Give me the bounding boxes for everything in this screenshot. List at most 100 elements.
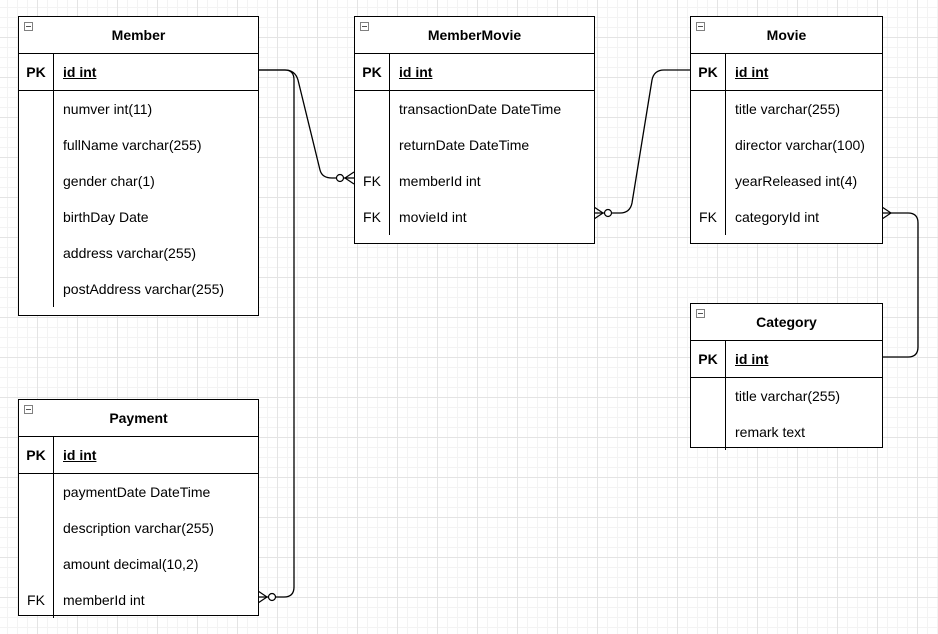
field-name: description varchar(255) bbox=[63, 520, 214, 536]
field-name: id int bbox=[735, 64, 769, 80]
key-label bbox=[691, 91, 726, 127]
field-name: title varchar(255) bbox=[735, 388, 841, 404]
field-name: address varchar(255) bbox=[63, 245, 197, 261]
key-label: FK bbox=[19, 582, 54, 618]
key-label bbox=[19, 127, 54, 163]
entity-header[interactable]: Member bbox=[19, 17, 258, 54]
entity-membermovie[interactable]: MemberMovie PK id int transactionDate Da… bbox=[354, 16, 595, 244]
field-name: paymentDate DateTime bbox=[63, 484, 211, 500]
link-member-membermovie[interactable] bbox=[258, 69, 354, 179]
field-name: amount decimal(10,2) bbox=[63, 556, 199, 572]
field-name: gender char(1) bbox=[63, 173, 155, 189]
field-row[interactable]: FK movieId int bbox=[355, 199, 594, 235]
field-row[interactable]: numver int(11) bbox=[19, 91, 258, 127]
key-label: PK bbox=[19, 54, 54, 90]
entity-category[interactable]: Category PK id int title varchar(255) re… bbox=[690, 303, 883, 450]
key-label: PK bbox=[19, 437, 54, 473]
key-label: PK bbox=[355, 54, 390, 90]
entity-header[interactable]: Payment bbox=[19, 400, 258, 437]
entity-title: Payment bbox=[109, 410, 168, 426]
field-name: id int bbox=[399, 64, 433, 80]
pk-row[interactable]: PK id int bbox=[19, 54, 258, 91]
entity-member[interactable]: Member PK id int numver int(11) fullName… bbox=[18, 16, 259, 316]
key-label bbox=[19, 474, 54, 510]
entity-title: MemberMovie bbox=[427, 27, 522, 43]
field-row[interactable]: title varchar(255) bbox=[691, 378, 882, 414]
key-label bbox=[19, 235, 54, 271]
entity-header[interactable]: MemberMovie bbox=[355, 17, 594, 54]
link-member-membermovie-crowfoot bbox=[343, 171, 355, 185]
field-row[interactable]: paymentDate DateTime bbox=[19, 474, 258, 510]
link-member-payment-zero bbox=[267, 592, 277, 602]
key-label bbox=[691, 127, 726, 163]
key-label bbox=[691, 163, 726, 199]
field-name: transactionDate DateTime bbox=[399, 101, 562, 117]
entity-header[interactable]: Movie bbox=[691, 17, 882, 54]
key-label bbox=[19, 163, 54, 199]
field-name: id int bbox=[63, 64, 97, 80]
field-row[interactable]: yearReleased int(4) bbox=[691, 163, 882, 199]
key-label bbox=[19, 271, 54, 307]
pk-row[interactable]: PK id int bbox=[355, 54, 594, 91]
field-name: id int bbox=[63, 447, 97, 463]
link-member-payment[interactable] bbox=[258, 69, 295, 598]
field-row[interactable]: address varchar(255) bbox=[19, 235, 258, 271]
field-name: returnDate DateTime bbox=[399, 137, 530, 153]
field-name: title varchar(255) bbox=[735, 101, 841, 117]
field-name: id int bbox=[735, 351, 769, 367]
link-category-movie[interactable] bbox=[882, 212, 919, 358]
collapse-icon[interactable] bbox=[696, 22, 705, 31]
field-row[interactable]: FK categoryId int bbox=[691, 199, 882, 235]
field-name: categoryId int bbox=[735, 209, 820, 225]
pk-row[interactable]: PK id int bbox=[691, 341, 882, 378]
field-name: director varchar(100) bbox=[735, 137, 865, 153]
field-row[interactable]: title varchar(255) bbox=[691, 91, 882, 127]
field-name: memberId int bbox=[63, 592, 145, 608]
field-name: birthDay Date bbox=[63, 209, 149, 225]
key-label: FK bbox=[355, 163, 390, 199]
collapse-icon[interactable] bbox=[696, 309, 705, 318]
field-name: fullName varchar(255) bbox=[63, 137, 202, 153]
field-row[interactable]: birthDay Date bbox=[19, 199, 258, 235]
key-label bbox=[19, 199, 54, 235]
link-category-movie-crowfoot bbox=[881, 206, 893, 220]
field-name: movieId int bbox=[399, 209, 467, 225]
link-movie-membermovie-zero bbox=[603, 208, 613, 218]
key-label bbox=[691, 378, 726, 414]
key-label bbox=[19, 91, 54, 127]
key-label bbox=[355, 91, 390, 127]
collapse-icon[interactable] bbox=[360, 22, 369, 31]
link-movie-membermovie[interactable] bbox=[594, 69, 690, 214]
field-row[interactable]: fullName varchar(255) bbox=[19, 127, 258, 163]
link-member-payment-crowfoot bbox=[257, 590, 269, 604]
key-label bbox=[19, 546, 54, 582]
field-name: yearReleased int(4) bbox=[735, 173, 858, 189]
key-label: PK bbox=[691, 341, 726, 377]
pk-row[interactable]: PK id int bbox=[19, 437, 258, 474]
field-row[interactable]: returnDate DateTime bbox=[355, 127, 594, 163]
field-row[interactable]: FK memberId int bbox=[19, 582, 258, 618]
field-name: numver int(11) bbox=[63, 101, 153, 117]
pk-row[interactable]: PK id int bbox=[691, 54, 882, 91]
entity-payment[interactable]: Payment PK id int paymentDate DateTime d… bbox=[18, 399, 259, 618]
key-label: PK bbox=[691, 54, 726, 90]
collapse-icon[interactable] bbox=[24, 22, 33, 31]
key-label bbox=[355, 127, 390, 163]
field-row[interactable]: director varchar(100) bbox=[691, 127, 882, 163]
key-label: FK bbox=[355, 199, 390, 235]
field-row[interactable]: transactionDate DateTime bbox=[355, 91, 594, 127]
collapse-icon[interactable] bbox=[24, 405, 33, 414]
entity-header[interactable]: Category bbox=[691, 304, 882, 341]
entity-title: Category bbox=[756, 314, 817, 330]
field-row[interactable]: remark text bbox=[691, 414, 882, 450]
field-row[interactable]: description varchar(255) bbox=[19, 510, 258, 546]
field-row[interactable]: postAddress varchar(255) bbox=[19, 271, 258, 307]
field-row[interactable]: amount decimal(10,2) bbox=[19, 546, 258, 582]
key-label: FK bbox=[691, 199, 726, 235]
field-name: remark text bbox=[735, 424, 806, 440]
entity-movie[interactable]: Movie PK id int title varchar(255) direc… bbox=[690, 16, 883, 244]
field-row[interactable]: gender char(1) bbox=[19, 163, 258, 199]
entity-title: Movie bbox=[766, 27, 807, 43]
